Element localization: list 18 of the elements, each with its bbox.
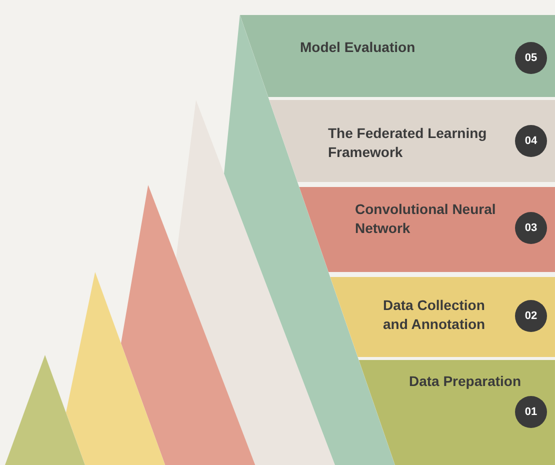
triangle-shape [66,272,165,465]
step-number-badge: 01 [514,396,547,428]
step-band [269,100,555,182]
step-title: Data Collection and Annotation [382,296,486,334]
step-title: Model Evaluation [300,38,416,57]
triangle-shape [5,355,85,465]
step-number-badge: 04 [514,125,547,157]
step-band [299,187,555,272]
step-band [330,277,555,357]
triangle-shape [120,185,255,465]
step-title: The Federated Learning Framework [328,124,488,162]
step-band [358,360,555,465]
step-number-badge: 03 [514,212,547,244]
step-number-badge: 05 [515,42,547,74]
step-number-badge: 02 [514,300,547,332]
step-title: Convolutional Neural Network [354,200,497,238]
step-title: Data Preparation [408,372,522,391]
step-band [240,15,555,97]
